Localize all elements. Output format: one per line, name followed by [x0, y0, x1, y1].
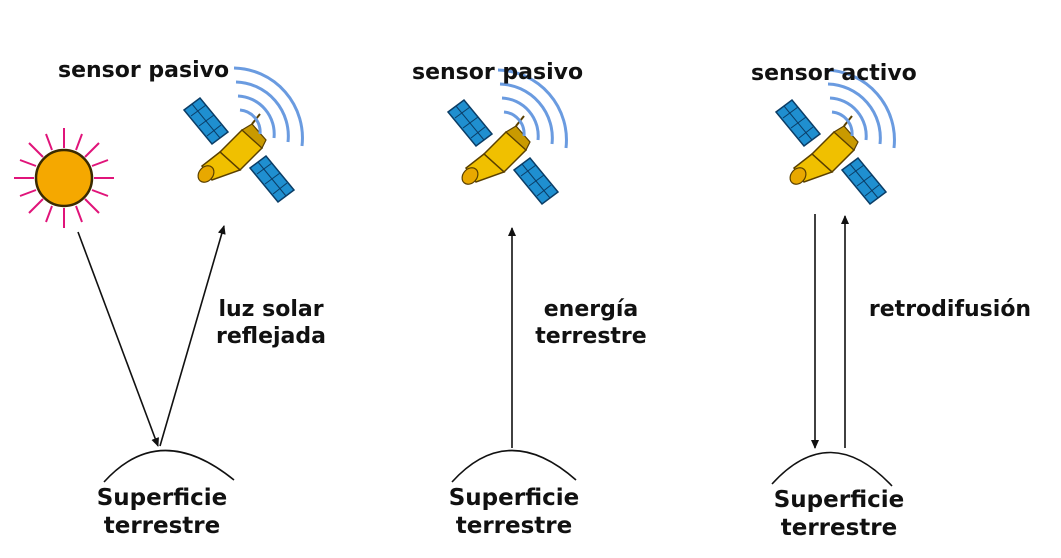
surface-label-line: terrestre — [780, 515, 898, 542]
sun-icon — [14, 128, 114, 228]
incident-sunlight-arrow — [77, 231, 159, 447]
sensor-title-passive-reflected: sensor pasivo — [58, 58, 230, 83]
surface-curve — [771, 451, 893, 487]
arrow-label-earth-energy: energía terrestre — [522, 297, 660, 351]
arrow-label-line: luz solar — [218, 297, 324, 322]
surface-label-line: Superficie — [448, 485, 580, 511]
arrow-label-line: retrodifusión — [868, 297, 1032, 322]
surface-label-line: terrestre — [103, 513, 221, 540]
arrow-label-backscatter: retrodifusión — [852, 297, 1048, 324]
sensor-title-active: sensor activo — [751, 61, 917, 86]
surface-label-3: Superficie terrestre — [755, 486, 923, 542]
satellite-icon — [775, 99, 887, 205]
sensor-title-passive-emitted: sensor pasivo — [412, 60, 584, 85]
satellite-icon — [183, 97, 295, 203]
arrow-label-reflected-sunlight: luz solar reflejada — [202, 297, 340, 351]
surface-label-line: terrestre — [455, 513, 573, 540]
surface-curve — [451, 449, 577, 483]
satellite-icon — [447, 99, 559, 205]
surface-label-2: Superficie terrestre — [430, 484, 598, 540]
reflected-light-arrow — [159, 225, 226, 447]
arrow-label-line: reflejada — [216, 323, 326, 349]
surface-label-line: Superficie — [96, 485, 228, 511]
arrow-label-line: energía — [543, 297, 639, 322]
surface-label-1: Superficie terrestre — [78, 484, 246, 540]
surface-curve — [103, 449, 235, 483]
arrow-label-line: terrestre — [535, 323, 647, 349]
surface-label-line: Superficie — [773, 487, 905, 513]
